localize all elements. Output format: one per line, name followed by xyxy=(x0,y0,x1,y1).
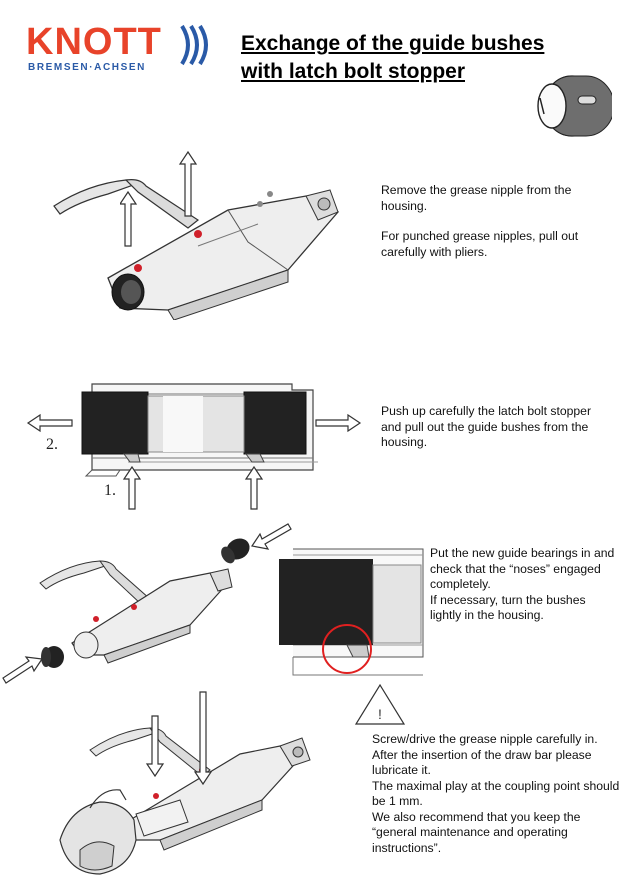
step3-detail xyxy=(279,548,424,676)
arrow-diagonal-icon xyxy=(2,656,44,684)
step3-line-2: If necessary, turn the bushes lightly in… xyxy=(430,592,586,623)
step2-text: Push up carefully the latch bolt stopper… xyxy=(381,404,592,449)
arrow-right-icon xyxy=(315,413,362,433)
arrow-down-icon xyxy=(145,691,213,786)
step4-line-3: The maximal play at the coupling point s… xyxy=(372,778,620,809)
arrow-left-icon xyxy=(26,413,73,433)
grease-nipple-1 xyxy=(194,230,202,238)
title-line-1: Exchange of the guide bushes xyxy=(241,32,545,55)
logo-chevrons-icon xyxy=(180,24,208,66)
label-1: 1. xyxy=(104,482,116,499)
logo-brand: KNOTT xyxy=(26,21,162,63)
arrow-up-icon xyxy=(120,150,198,247)
title-line-2: with latch bolt stopper xyxy=(241,60,465,83)
step3-line-1: Put the new guide bearings in and check … xyxy=(430,546,615,591)
step4-line-4: We also recommend that you keep the “gen… xyxy=(372,809,581,855)
grease-nipple-2 xyxy=(134,264,142,272)
arrow-up-icon xyxy=(122,465,264,510)
step4-drawing xyxy=(59,727,311,875)
page-title: Exchange of the guide bushes with latch … xyxy=(241,30,544,86)
warning-triangle-icon: ! xyxy=(354,683,406,725)
arrow-diagonal-icon xyxy=(250,523,292,550)
bush-icon xyxy=(537,75,612,137)
step1-drawing xyxy=(53,179,340,320)
step1-para-2: For punched grease nipples, pull out car… xyxy=(381,229,579,259)
step4-line-1: Screw/drive the grease nipple carefully … xyxy=(372,732,598,746)
step1-para-1: Remove the grease nipple from the housin… xyxy=(381,183,572,213)
step1-text: Remove the grease nipple from the housin… xyxy=(381,183,611,260)
step4-line-2: After the insertion of the draw bar plea… xyxy=(372,747,592,778)
step4-text: Screw/drive the grease nipple carefully … xyxy=(372,732,620,856)
warning-symbol: ! xyxy=(378,706,382,722)
step2-drawing xyxy=(81,383,318,477)
logo-tagline: BREMSEN·ACHSEN xyxy=(28,62,146,73)
label-2: 2. xyxy=(46,436,58,453)
bush-right xyxy=(221,538,250,564)
step3-drawing xyxy=(39,538,250,668)
bush-left xyxy=(41,646,64,668)
step3-text: Put the new guide bearings in and check … xyxy=(430,546,620,624)
highlight-circle xyxy=(322,624,372,674)
